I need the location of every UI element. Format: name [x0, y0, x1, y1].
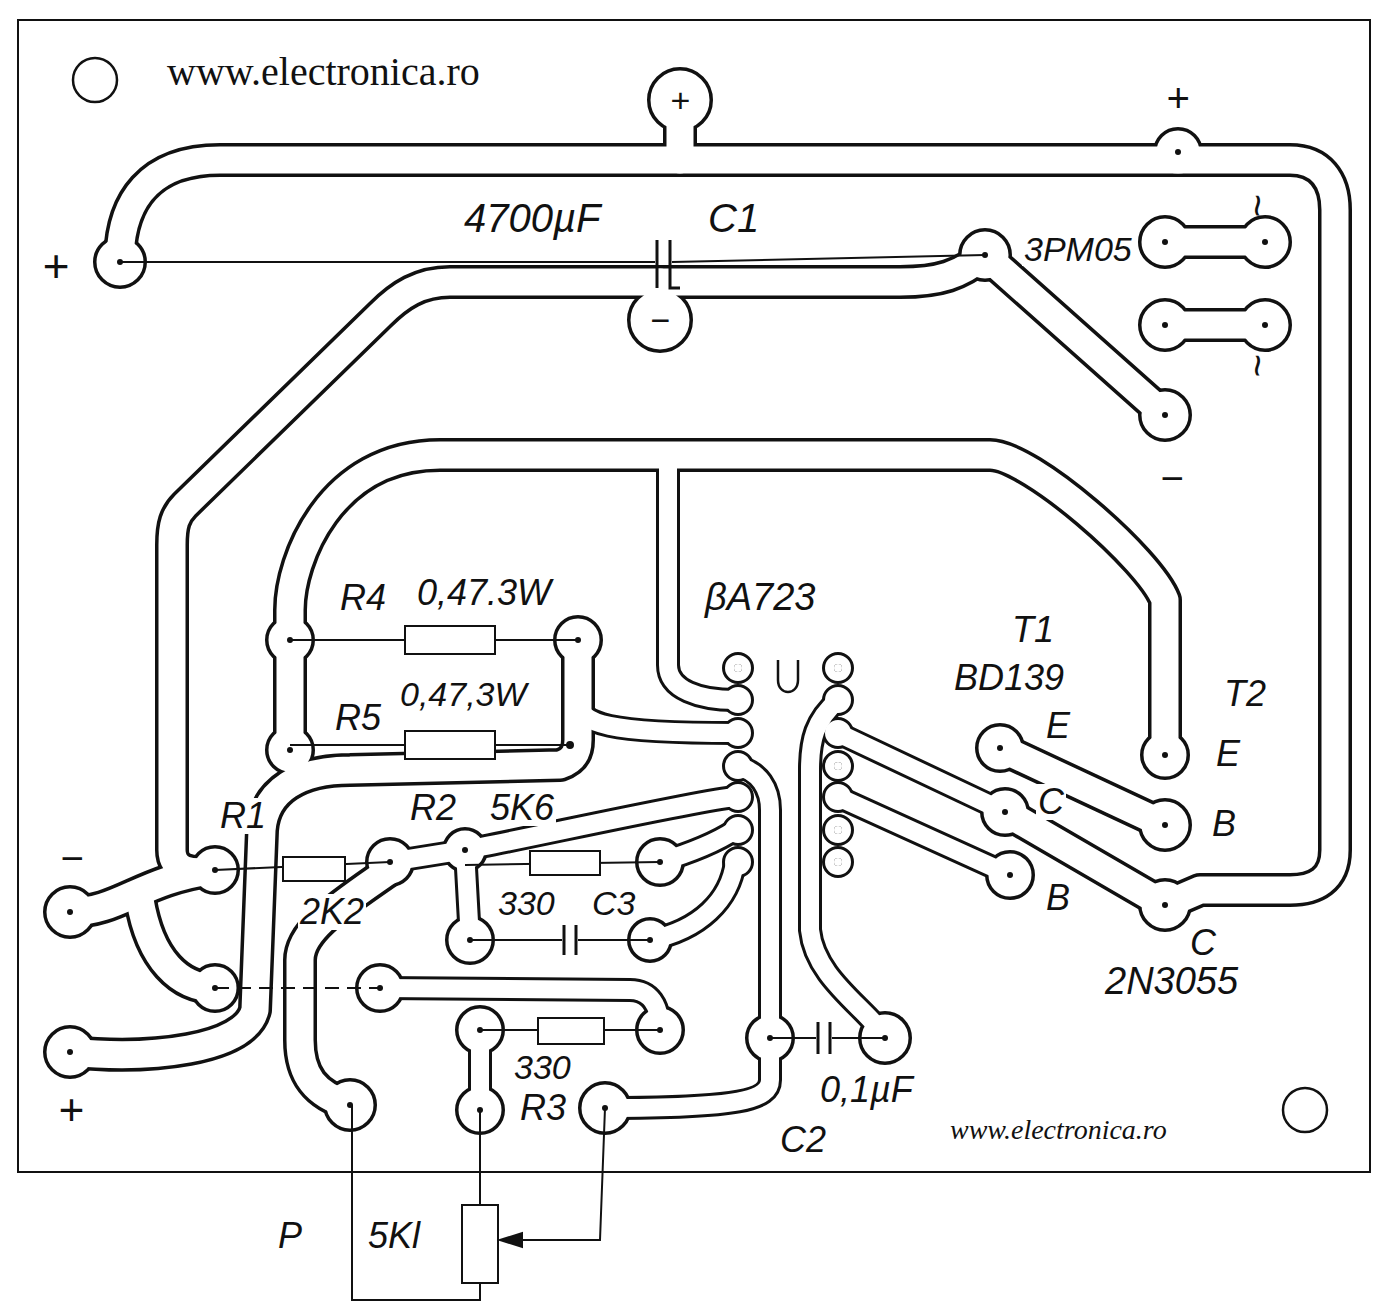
drill-hole [1175, 149, 1181, 155]
component-symbol [479, 1110, 481, 1205]
drill-hole [67, 1049, 73, 1055]
component-value: 0,1µF [818, 1072, 915, 1108]
component-symbol [120, 240, 985, 1300]
part-name: C3 [590, 886, 637, 920]
drill-hole [67, 909, 73, 915]
board-outline [18, 20, 1370, 1172]
polarity-mark: − [58, 838, 85, 878]
component-symbol [500, 1233, 522, 1247]
mounting-hole [73, 58, 117, 102]
part-name: R4 [338, 580, 388, 616]
pin-name: E [1214, 736, 1242, 772]
component-symbol [530, 851, 600, 875]
drill-hole [287, 747, 293, 753]
component-symbol [575, 925, 578, 955]
component-value: 0,47,3W [398, 677, 529, 711]
component-symbol [510, 1108, 605, 1240]
component-value: 330 [496, 886, 557, 920]
pin-name: C [1188, 925, 1218, 961]
ac-mark: ~ [1238, 351, 1278, 378]
part-name: T1 [1010, 612, 1056, 648]
drill-hole [1162, 752, 1168, 758]
drill-hole [1262, 322, 1268, 328]
component-symbol [538, 1018, 604, 1044]
component-symbol [405, 626, 495, 654]
component-symbol [817, 1022, 820, 1054]
component-value: 5Kl [366, 1218, 422, 1254]
part-name: R2 [408, 790, 458, 826]
pin-name: C [1036, 784, 1066, 820]
drill-hole [1002, 809, 1008, 815]
part-name: T2 [1222, 676, 1268, 712]
component-symbol [462, 1205, 498, 1283]
ic-notch [778, 660, 798, 692]
drill-hole [1262, 239, 1268, 245]
ac-mark: ~ [1238, 191, 1278, 218]
polarity-mark: + [40, 243, 71, 289]
polarity-mark: + [1164, 78, 1191, 118]
component-symbol [470, 939, 562, 941]
component-symbol [215, 987, 380, 989]
component-symbol [656, 240, 659, 288]
component-symbol [672, 255, 985, 262]
copper-trace-outline [60, 84, 1335, 1118]
component-symbol [770, 1037, 816, 1039]
component-symbol [283, 857, 345, 881]
drill-hole [1162, 902, 1168, 908]
part-name: 3PM05 [1022, 232, 1134, 266]
mounting-hole [1283, 1088, 1327, 1132]
component-symbol [567, 742, 573, 748]
drill-hole [997, 745, 1003, 751]
polarity-mark: + [56, 1088, 86, 1132]
component-symbol [563, 925, 566, 955]
drill-hole [1162, 412, 1168, 418]
component-value: 0,47.3W [415, 575, 553, 611]
drill-hole [462, 847, 468, 853]
drill-hole [1162, 822, 1168, 828]
copper-trace-outline [60, 84, 1335, 1118]
component-symbol [405, 731, 495, 759]
component-symbol [578, 939, 650, 941]
part-name: P [276, 1218, 304, 1254]
component-symbol [832, 1037, 885, 1039]
part-name: R3 [518, 1090, 568, 1126]
drill-hole [67, 149, 1268, 1113]
component-value: 5K6 [488, 790, 556, 826]
pin-name: B [1044, 880, 1072, 916]
pin-name: B [1210, 806, 1238, 842]
part-name: βA723 [703, 578, 817, 616]
part-name: R1 [218, 798, 268, 834]
ic-notch [778, 660, 798, 692]
drill-hole [1007, 872, 1013, 878]
part-name: 2N3055 [1103, 962, 1240, 1000]
component-value: 2K2 [298, 894, 366, 930]
polarity-mark: − [1158, 458, 1185, 498]
component-symbol [829, 1022, 832, 1054]
watermark: www.electronica.ro [165, 52, 482, 92]
drill-hole [1162, 239, 1168, 245]
polarity-mark: − [648, 303, 672, 337]
copper-trace-outline [60, 84, 1335, 1118]
part-name: C2 [778, 1122, 828, 1158]
polarity-mark: + [668, 83, 692, 117]
part-name: BD139 [952, 660, 1066, 696]
part-name: C1 [706, 198, 761, 238]
watermark: www.electronica.ro [948, 1116, 1169, 1144]
part-name: R5 [333, 700, 383, 736]
component-symbol [670, 240, 680, 288]
component-symbol [352, 1105, 480, 1300]
pin-name: E [1044, 708, 1072, 744]
copper-trace-outline [380, 455, 1010, 1110]
component-value: 4700µF [462, 198, 602, 238]
drill-hole [1162, 322, 1168, 328]
component-symbol [120, 261, 655, 263]
component-value: 330 [512, 1050, 573, 1084]
